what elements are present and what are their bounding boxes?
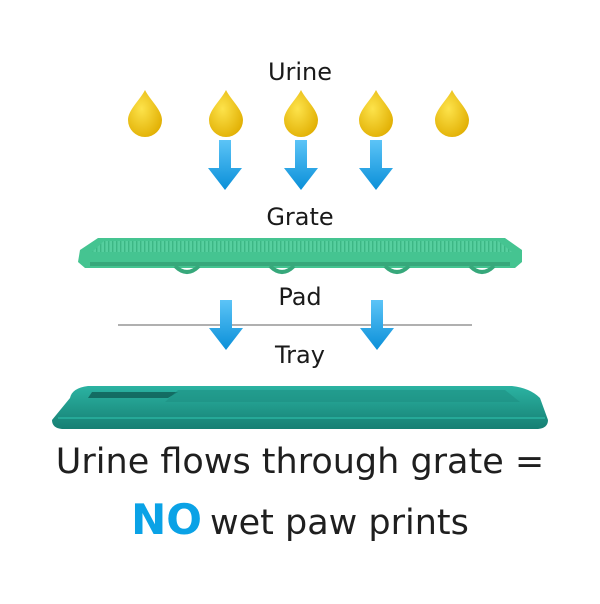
down-arrow-icon	[359, 140, 393, 190]
down-arrow-icon	[360, 300, 394, 350]
grate-label: Grate	[266, 203, 334, 231]
urine-droplet-icon	[284, 90, 318, 137]
down-arrow-icon	[284, 140, 318, 190]
tray-label: Tray	[275, 341, 325, 369]
urine-droplet-icon	[359, 90, 393, 137]
urine-droplet-icon	[435, 90, 469, 137]
grate-illustration	[78, 238, 522, 274]
tray-illustration	[52, 386, 548, 429]
flow-arrows-lower	[209, 300, 394, 350]
caption-line-2-rest: wet paw prints	[209, 503, 469, 543]
urine-droplet-icon	[128, 90, 162, 137]
urine-droplet-icon	[209, 90, 243, 137]
down-arrow-icon	[208, 140, 242, 190]
caption-line-1: Urine flows through grate =	[55, 442, 545, 482]
pad-label: Pad	[278, 283, 322, 311]
down-arrow-icon	[209, 300, 243, 350]
flow-arrows-upper	[208, 140, 393, 190]
urine-label: Urine	[267, 58, 333, 86]
caption-emphasis: NO	[131, 495, 202, 544]
urine-droplets	[128, 90, 469, 137]
